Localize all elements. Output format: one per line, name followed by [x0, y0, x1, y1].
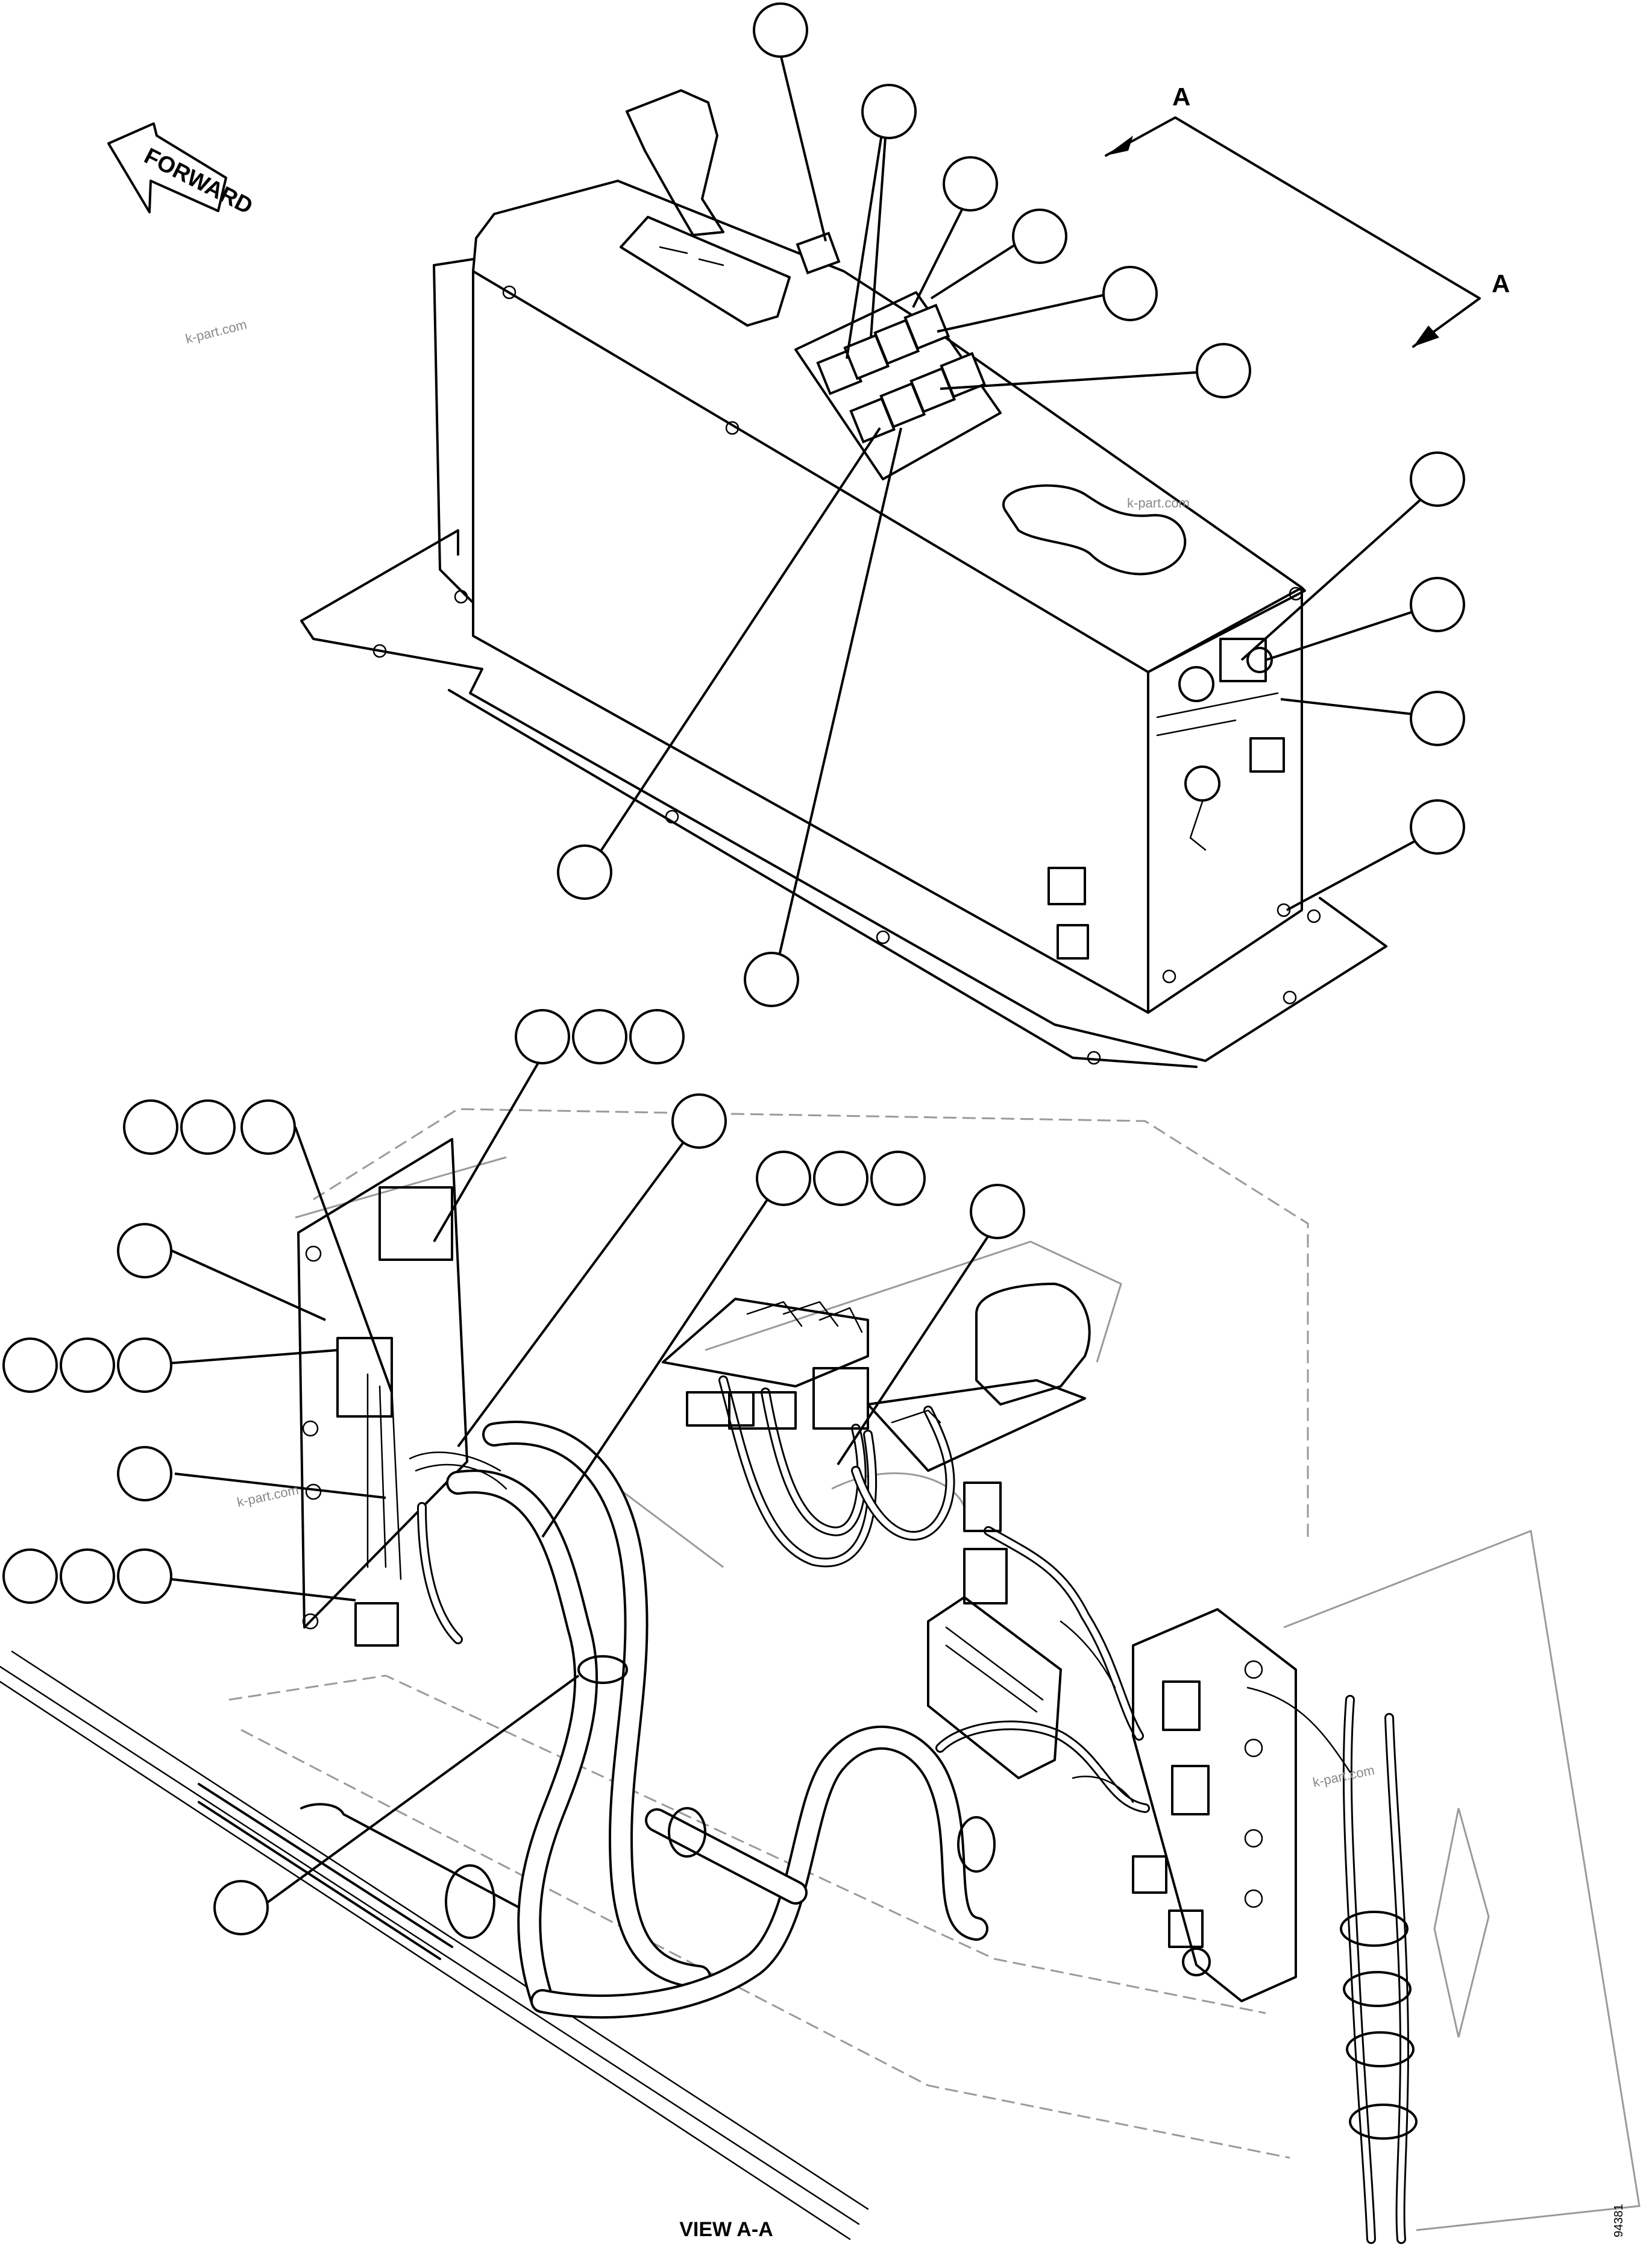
- bracket-connector-1: [1162, 1680, 1201, 1731]
- callout-v15: [117, 1548, 172, 1604]
- section-line-a-a: A A: [1105, 83, 1510, 348]
- callout-v6: [180, 1099, 236, 1155]
- side-panel-connectors: [1047, 638, 1285, 960]
- callout-v3: [629, 1009, 685, 1064]
- harness-connector-bottom: [354, 1602, 399, 1647]
- section-a-bottom-label: A: [1492, 269, 1510, 298]
- callout-v11: [117, 1337, 172, 1393]
- diag-port[interactable]: [1184, 765, 1220, 802]
- console-assembly: [300, 89, 1387, 1068]
- harness-clamp-3: [957, 1816, 996, 1873]
- lever-switch[interactable]: [796, 231, 841, 275]
- cup-holder: [1002, 484, 1187, 576]
- bracket-grommet: [1182, 1947, 1211, 1976]
- harness-clamp-4: [445, 1864, 495, 1939]
- harness-clamp-2: [668, 1807, 706, 1858]
- right-mounting-bracket: [1060, 1608, 1297, 2002]
- callout-t1: [753, 2, 808, 58]
- callout-t2: [861, 84, 917, 139]
- ghost-outline-chassis: [228, 1108, 1309, 2159]
- connector-plug-2: [1057, 924, 1089, 960]
- callout-v9: [2, 1337, 58, 1393]
- switch-cluster-view: [662, 1298, 869, 1430]
- wire-harness-main: [409, 1420, 996, 2019]
- wire-harness-right: [718, 1375, 1150, 1813]
- callout-t7: [1410, 451, 1465, 507]
- controller-module: [927, 1482, 1062, 1779]
- callout-v10: [60, 1337, 115, 1393]
- bracket-connector-2: [1171, 1765, 1210, 1815]
- watermark-2: k-part.com: [1127, 495, 1190, 511]
- view-callouts: [2, 1009, 1025, 1935]
- console-body: [472, 180, 1306, 673]
- controller-plug: [963, 1548, 1008, 1604]
- callout-v5: [123, 1099, 178, 1155]
- panel-switch-4[interactable]: [903, 303, 950, 350]
- left-mounting-bracket: [297, 1138, 468, 1647]
- upper-plug: [963, 1482, 1002, 1532]
- right-cables: [1246, 1686, 1418, 2244]
- section-a-top-label: A: [1172, 83, 1190, 111]
- callout-v18: [870, 1151, 926, 1206]
- switch-panel: [794, 291, 1002, 480]
- callout-v17: [813, 1151, 868, 1206]
- relay-block: [378, 1186, 453, 1261]
- harness-clamp-1: [577, 1655, 628, 1684]
- callout-t3: [943, 156, 998, 212]
- watermark-3: k-part.com: [236, 1482, 300, 1510]
- fasteners: [372, 285, 1321, 1065]
- view-title: VIEW A-A: [679, 2218, 773, 2241]
- callout-v2: [572, 1009, 627, 1064]
- callout-v13: [2, 1548, 58, 1604]
- connector-plug-1: [1047, 867, 1086, 905]
- callout-t9: [1410, 691, 1465, 746]
- callout-t10: [1410, 799, 1465, 855]
- drawing-number: 94381: [1612, 2204, 1625, 2237]
- callout-v7: [240, 1099, 296, 1155]
- callout-v14: [60, 1548, 115, 1604]
- cable-loop-2: [1343, 1971, 1412, 2007]
- callout-t5: [1102, 266, 1158, 321]
- view-a-a: [0, 1108, 1641, 2244]
- callout-t11: [557, 844, 612, 900]
- watermark-1: k-part.com: [184, 316, 248, 346]
- callout-t4: [1012, 209, 1067, 264]
- linkage-rods: [0, 1650, 869, 2240]
- harness-connector-left: [336, 1337, 393, 1418]
- callout-v20: [213, 1880, 269, 1935]
- forward-arrow-icon: FORWARD: [107, 122, 257, 219]
- callout-v4: [671, 1093, 727, 1149]
- callout-v8: [117, 1223, 172, 1278]
- callout-v1: [515, 1009, 570, 1064]
- power-outlet[interactable]: [1178, 666, 1214, 702]
- diagnostic-connector[interactable]: [1249, 737, 1285, 773]
- callout-t6: [1196, 343, 1251, 398]
- cable-loop-4: [1349, 2104, 1418, 2140]
- bracket-connector-4: [1168, 1909, 1204, 1948]
- callout-v16: [756, 1151, 811, 1206]
- bracket-connector-3: [1132, 1855, 1167, 1894]
- cable-loop-3: [1346, 2031, 1415, 2067]
- callout-t8: [1410, 577, 1465, 632]
- switch-body-1: [686, 1391, 755, 1427]
- callout-v19: [970, 1184, 1025, 1239]
- callout-t12: [744, 952, 799, 1007]
- top-callouts: [557, 2, 1465, 1007]
- switch-body-2: [728, 1391, 797, 1430]
- console-base-plate: [300, 529, 1387, 1062]
- forward-label: FORWARD: [140, 143, 256, 219]
- switch-body-3: [812, 1367, 869, 1430]
- shifter-view: [867, 1283, 1091, 1472]
- cable-loop-1: [1340, 1911, 1409, 1947]
- callout-v12: [117, 1446, 172, 1501]
- gear-shift-lever[interactable]: [620, 89, 791, 327]
